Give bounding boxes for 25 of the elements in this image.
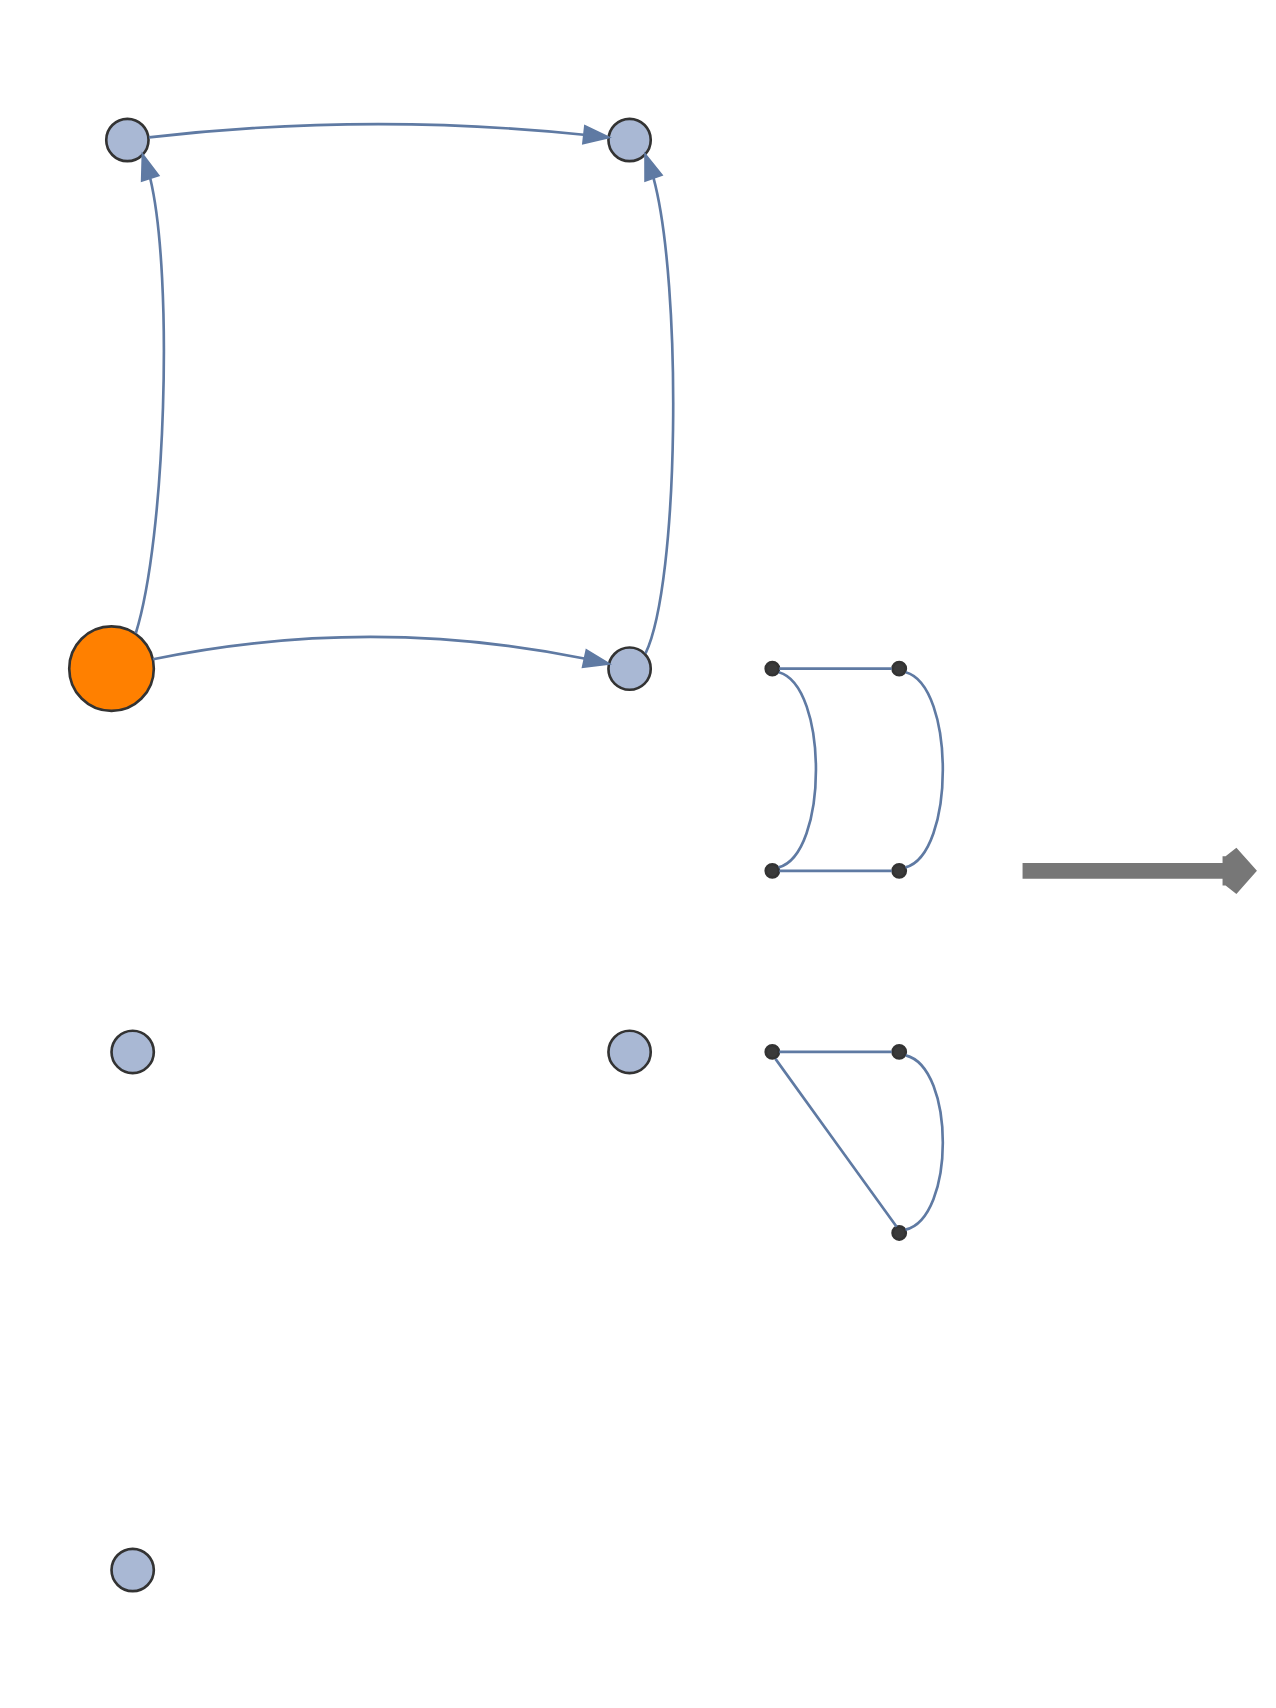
- connector: [904, 1053, 945, 1230]
- arrow: [148, 121, 612, 144]
- connector: [779, 666, 892, 669]
- connector: [779, 1049, 892, 1053]
- node-circle: [764, 1043, 781, 1059]
- connector: [777, 670, 818, 868]
- node-circle: [607, 1028, 653, 1074]
- node-circle: [764, 659, 781, 676]
- connector: [904, 670, 945, 868]
- arrow: [134, 150, 166, 633]
- node-circle: [110, 1546, 156, 1592]
- node-circle: [891, 1224, 908, 1240]
- node-circle: [891, 659, 908, 676]
- connector: [779, 868, 892, 872]
- node-circle: [67, 624, 156, 712]
- connector: [774, 1057, 898, 1227]
- node-circle: [891, 1043, 908, 1059]
- node-circle: [110, 1028, 156, 1074]
- node-circle: [764, 861, 781, 878]
- node-circle: [104, 116, 150, 162]
- node-circle: [607, 116, 653, 162]
- node-circle: [607, 645, 653, 691]
- arrow: [152, 634, 613, 668]
- node-circle: [891, 861, 908, 878]
- arrow: [644, 150, 675, 653]
